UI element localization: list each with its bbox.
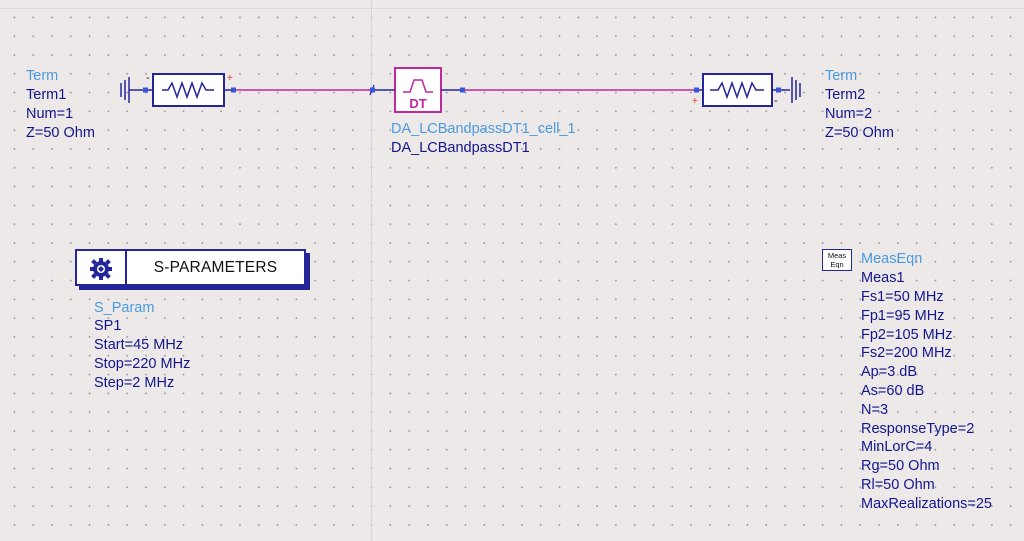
sparam-step-param: Step=2 MHz: [94, 375, 175, 391]
resistor-zigzag-icon: [162, 80, 214, 100]
minus-sign: -: [774, 95, 778, 107]
meas-param: Ap=3 dB: [861, 364, 918, 380]
origin-axis-horizontal: [0, 8, 1024, 9]
meas-badge-line2: Eqn: [830, 260, 844, 269]
s-parameters-controller[interactable]: S-PARAMETERS: [75, 249, 306, 286]
term1-name-label: Term1: [26, 87, 67, 103]
minus-sign: -: [146, 72, 150, 84]
ground-symbol-right: [791, 77, 801, 103]
resistor-zigzag-icon: [710, 80, 764, 100]
origin-axis-vertical: [371, 0, 372, 541]
term2-num-param: Num=2: [825, 106, 873, 122]
pin-icon: [460, 87, 465, 93]
sparam-start-param: Start=45 MHz: [94, 337, 184, 353]
filter-cell-label: DA_LCBandpassDT1: [391, 140, 530, 156]
plus-sign: +: [692, 96, 698, 107]
plus-sign: +: [227, 73, 233, 84]
meas-param: As=60 dB: [861, 383, 925, 399]
meas-param: Rl=50 Ohm: [861, 477, 935, 493]
term2-name-label: Term2: [825, 87, 866, 103]
filter-instance-label: DA_LCBandpassDT1_cell_1: [391, 121, 576, 137]
term2-symbol[interactable]: + -: [692, 73, 801, 107]
sparam-type-label: S_Param: [94, 300, 155, 316]
meas-param: Rg=50 Ohm: [861, 458, 940, 474]
term2-type-label: Term: [825, 68, 858, 84]
term1-z-param: Z=50 Ohm: [26, 125, 95, 141]
pin-icon: [231, 87, 236, 93]
simulation-gear-icon: [77, 251, 127, 284]
term1-symbol[interactable]: + -: [120, 72, 236, 107]
meas-param: MaxRealizations=25: [861, 496, 992, 512]
s-parameters-title: S-PARAMETERS: [153, 259, 278, 276]
meas-param: ResponseType=2: [861, 421, 975, 437]
pin-icon: [143, 87, 148, 93]
pin-icon: [776, 87, 781, 93]
term2-z-param: Z=50 Ohm: [825, 125, 894, 141]
meas-eqn-icon[interactable]: Meas Eqn: [822, 249, 852, 271]
meas-param: Fp2=105 MHz: [861, 327, 953, 343]
term1-type-label: Term: [26, 68, 59, 84]
sparam-name-label: SP1: [94, 318, 122, 334]
meas-name-label: Meas1: [861, 270, 905, 286]
filter-body: [394, 67, 442, 113]
term1-num-param: Num=1: [26, 106, 74, 122]
filter-dt-symbol[interactable]: DT: [369, 67, 465, 113]
meas-param: Fs2=200 MHz: [861, 345, 952, 361]
pin-icon: [370, 87, 375, 93]
meas-param: MinLorC=4: [861, 439, 933, 455]
meas-param: N=3: [861, 402, 889, 418]
pin-icon: [694, 87, 699, 93]
meas-param: Fp1=95 MHz: [861, 308, 945, 324]
ground-symbol-left: [120, 77, 145, 103]
sparam-stop-param: Stop=220 MHz: [94, 356, 191, 372]
meas-badge-line1: Meas: [827, 251, 847, 260]
filter-symbol-text: DT: [409, 96, 426, 111]
bandpass-icon: [403, 79, 433, 93]
meas-type-label: MeasEqn: [861, 251, 923, 267]
meas-param: Fs1=50 MHz: [861, 289, 944, 305]
